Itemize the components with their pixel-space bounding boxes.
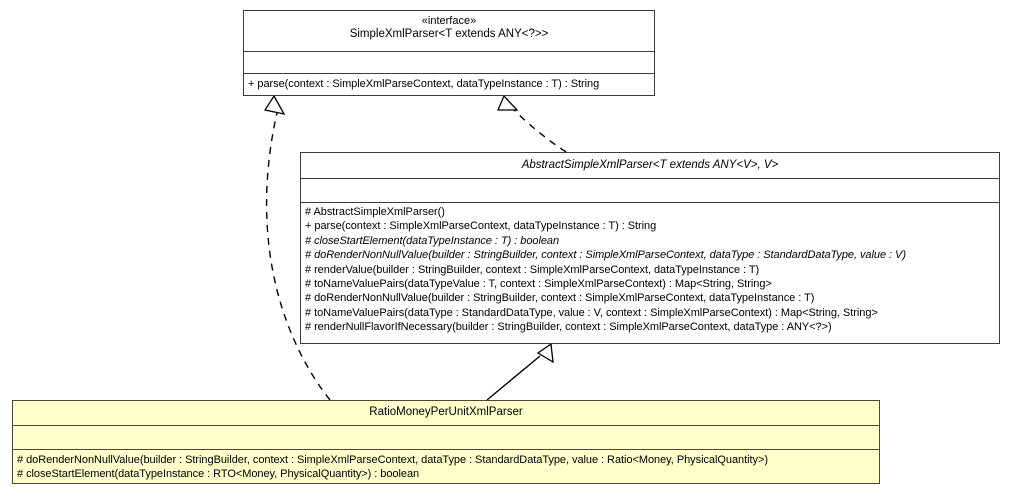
operation-row: # closeStartElement(dataTypeInstance : R… <box>17 468 420 481</box>
attributes-compartment-abstract-simple-xml-parser <box>301 178 999 202</box>
operation-row: # doRenderNonNullValue(builder : StringB… <box>305 292 815 305</box>
class-title-simple-xml-parser: «interface» SimpleXmlParser<T extends AN… <box>244 11 654 51</box>
operation-row: # doRenderNonNullValue(builder : StringB… <box>305 249 906 262</box>
class-title-abstract-simple-xml-parser: AbstractSimpleXmlParser<T extends ANY<V>… <box>301 153 999 178</box>
operations-compartment-ratio-money-per-unit-xml-parser: # doRenderNonNullValue(builder : StringB… <box>13 449 879 485</box>
stereotype-label: «interface» <box>421 15 477 27</box>
operations-compartment-abstract-simple-xml-parser: # AbstractSimpleXmlParser() + parse(cont… <box>301 202 999 338</box>
operation-row: # doRenderNonNullValue(builder : StringB… <box>17 454 768 466</box>
edge-realization-abstract-to-interface <box>497 94 567 153</box>
class-name-label: SimpleXmlParser<T extends ANY<?>> <box>349 28 549 40</box>
class-name-label: AbstractSimpleXmlParser<T extends ANY<V>… <box>521 159 779 171</box>
operation-row: + parse(context : SimpleXmlParseContext,… <box>248 78 600 90</box>
class-box-ratio-money-per-unit-xml-parser[interactable]: RatioMoneyPerUnitXmlParser # doRenderNon… <box>12 400 880 484</box>
class-box-abstract-simple-xml-parser[interactable]: AbstractSimpleXmlParser<T extends ANY<V>… <box>300 152 1000 344</box>
edge-generalization-focus-to-abstract <box>486 342 554 401</box>
class-title-ratio-money-per-unit-xml-parser: RatioMoneyPerUnitXmlParser <box>13 401 879 425</box>
operation-row: # renderValue(builder : StringBuilder, c… <box>305 263 760 276</box>
class-name-label: RatioMoneyPerUnitXmlParser <box>369 406 523 418</box>
operations-compartment-simple-xml-parser: + parse(context : SimpleXmlParseContext,… <box>244 73 654 95</box>
class-box-simple-xml-parser[interactable]: «interface» SimpleXmlParser<T extends AN… <box>243 10 655 96</box>
attributes-compartment-simple-xml-parser <box>244 51 654 73</box>
operation-row: + parse(context : SimpleXmlParseContext,… <box>305 220 657 233</box>
operation-row: # toNameValuePairs(dataTypeValue : T, co… <box>305 278 772 291</box>
operation-row: # closeStartElement(dataTypeInstance : T… <box>305 234 560 247</box>
operation-row: # toNameValuePairs(dataType : StandardDa… <box>305 306 878 319</box>
operation-row: # renderNullFlavorIfNecessary(builder : … <box>305 321 832 334</box>
attributes-compartment-ratio-money-per-unit-xml-parser <box>13 425 879 449</box>
operation-row: # AbstractSimpleXmlParser() <box>305 206 445 218</box>
